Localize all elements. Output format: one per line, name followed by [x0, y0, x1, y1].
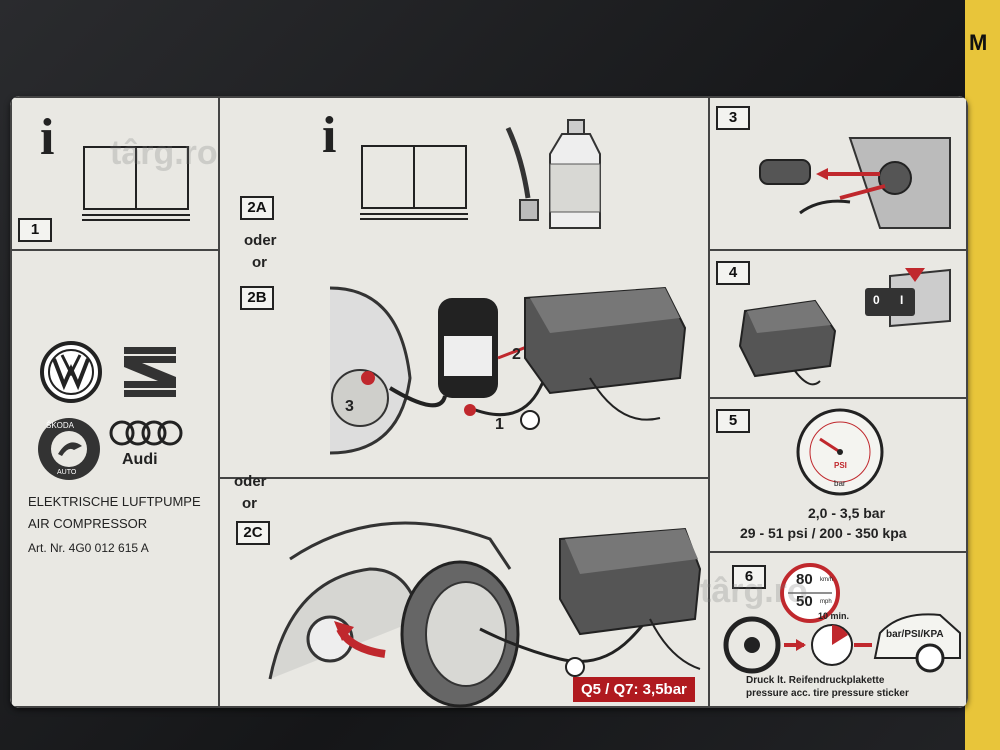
step-number: 2B [240, 286, 274, 310]
info-icon: i [322, 107, 337, 164]
compressor-unit-illustration [738, 299, 837, 386]
step-number: 5 [716, 409, 750, 433]
gauge-psi-label: PSI [834, 461, 847, 470]
sealant-bottle-icon [505, 119, 601, 229]
step-1-panel: i 1 [10, 96, 220, 251]
pressure-psi-kpa-range: 29 - 51 psi / 200 - 350 kpa [740, 525, 907, 541]
seat-logo [124, 347, 176, 397]
diagram-label-1: 1 [495, 416, 504, 433]
sealant-wheel-illustration [329, 286, 687, 455]
speed-unit: km/h [820, 577, 834, 583]
yellow-label-edge: M [965, 0, 1000, 750]
gauge-bar-label: bar [834, 479, 846, 488]
q5-q7-pressure-banner: Q5 / Q7: 3,5bar [573, 677, 695, 702]
step-number: 2C [236, 521, 270, 545]
caption-de: Druck lt. Reifendruckplakette [746, 675, 885, 686]
diagram-label-2: 2 [512, 346, 521, 363]
compressor-wheel-illustration [268, 521, 702, 708]
skoda-logo [38, 418, 100, 480]
switch-off-label: 0 [873, 293, 880, 307]
brand-panel: ŠKODA AUTO Audi ELEKTRISCHE LUFTPUMPE AI… [10, 249, 220, 708]
manual-book-icon [82, 146, 190, 221]
step-number: 3 [716, 106, 750, 130]
conjunction-en: or [252, 254, 267, 271]
speed-limit-sign [780, 563, 840, 623]
info-icon: i [40, 109, 55, 166]
socket-plug-illustration [759, 137, 951, 229]
watermark: târg.ro [110, 134, 218, 172]
switch-on-label: I [900, 293, 904, 307]
step-4-panel: 4 0 I [708, 249, 968, 399]
conjunction-de: oder [244, 232, 277, 249]
product-name-en: AIR COMPRESSOR [28, 516, 148, 531]
watermark: târg.ro [700, 572, 808, 610]
conjunction-en: or [242, 495, 257, 512]
pressure-bar-range: 2,0 - 3,5 bar [808, 505, 886, 521]
step-3-panel: 3 [708, 96, 968, 251]
article-number: Art. Nr. 4G0 012 615 A [28, 541, 149, 555]
skoda-logo-subtext: AUTO [57, 469, 77, 476]
speed-unit-mph: mph [820, 599, 832, 605]
diagram-label-3: 3 [345, 398, 354, 415]
instruction-sticker: i 1 ŠKODA AUTO [10, 96, 968, 708]
step-2c-panel: oder or 2C 1 2 Q5 / Q7: 3,5bar [218, 473, 710, 708]
vw-logo [40, 341, 102, 403]
step-number: 4 [716, 261, 750, 285]
step-number: 1 [18, 218, 52, 242]
car-rear-icon [873, 613, 961, 673]
caption-en: pressure acc. tire pressure sticker [746, 688, 909, 699]
timer-label: 10 min. [818, 611, 850, 621]
target-pressure-units: bar/PSI/KPA [886, 629, 944, 640]
steering-wheel-timer-icon [723, 616, 872, 674]
speed-low: 50 [796, 593, 813, 610]
pressure-gauge-icon [796, 408, 884, 496]
conjunction-de: oder [234, 473, 267, 490]
step-number: 6 [732, 565, 766, 589]
speed-high: 80 [796, 571, 813, 588]
product-name-de: ELEKTRISCHE LUFTPUMPE [28, 494, 201, 509]
skoda-logo-text: ŠKODA [46, 421, 75, 430]
manual-book-icon [360, 145, 468, 220]
audi-rings-logo [109, 420, 183, 446]
step-6-panel: 6 80 50 km/h mph 10 min. bar/PSI/KPA Dru… [708, 551, 968, 708]
step-2a-2b-panel: i 2A oder or 2B [218, 96, 710, 479]
step-5-panel: 5 PSI bar 2,0 - 3,5 bar 29 - 51 psi / 20… [708, 397, 968, 553]
power-switch-illustration [865, 268, 951, 328]
audi-logo-text: Audi [122, 451, 158, 468]
step-number: 2A [240, 196, 274, 220]
